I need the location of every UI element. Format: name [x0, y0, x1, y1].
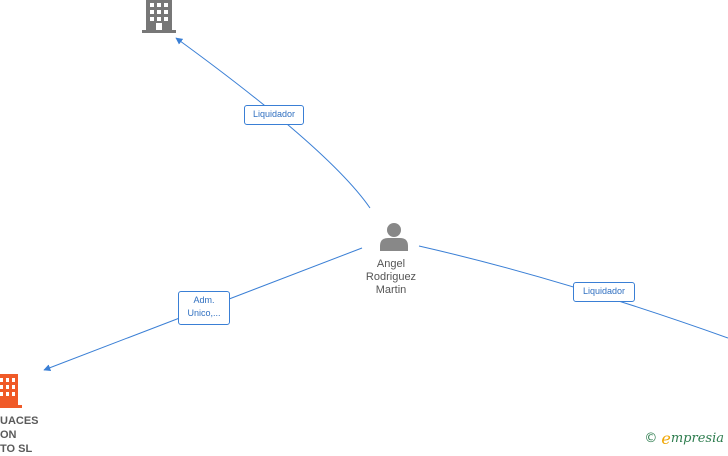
edge-right-line [418, 245, 728, 339]
building-icon[interactable] [0, 374, 22, 410]
person-name[interactable]: Angel Rodriguez Martin [365, 258, 417, 296]
brand-watermark: © e mpresia [644, 429, 724, 448]
edge-label-left[interactable]: Adm. Unico,... [178, 291, 230, 325]
edge-label-right[interactable]: Liquidador [573, 282, 635, 302]
brand-initial: e [661, 429, 671, 448]
building-icon[interactable] [142, 0, 176, 34]
copyright-icon: © [644, 431, 658, 446]
person-icon[interactable] [379, 222, 409, 252]
brand-name: mpresia [670, 431, 724, 446]
edge-top-line [175, 37, 371, 209]
edge-label-top[interactable]: Liquidador [244, 105, 304, 125]
